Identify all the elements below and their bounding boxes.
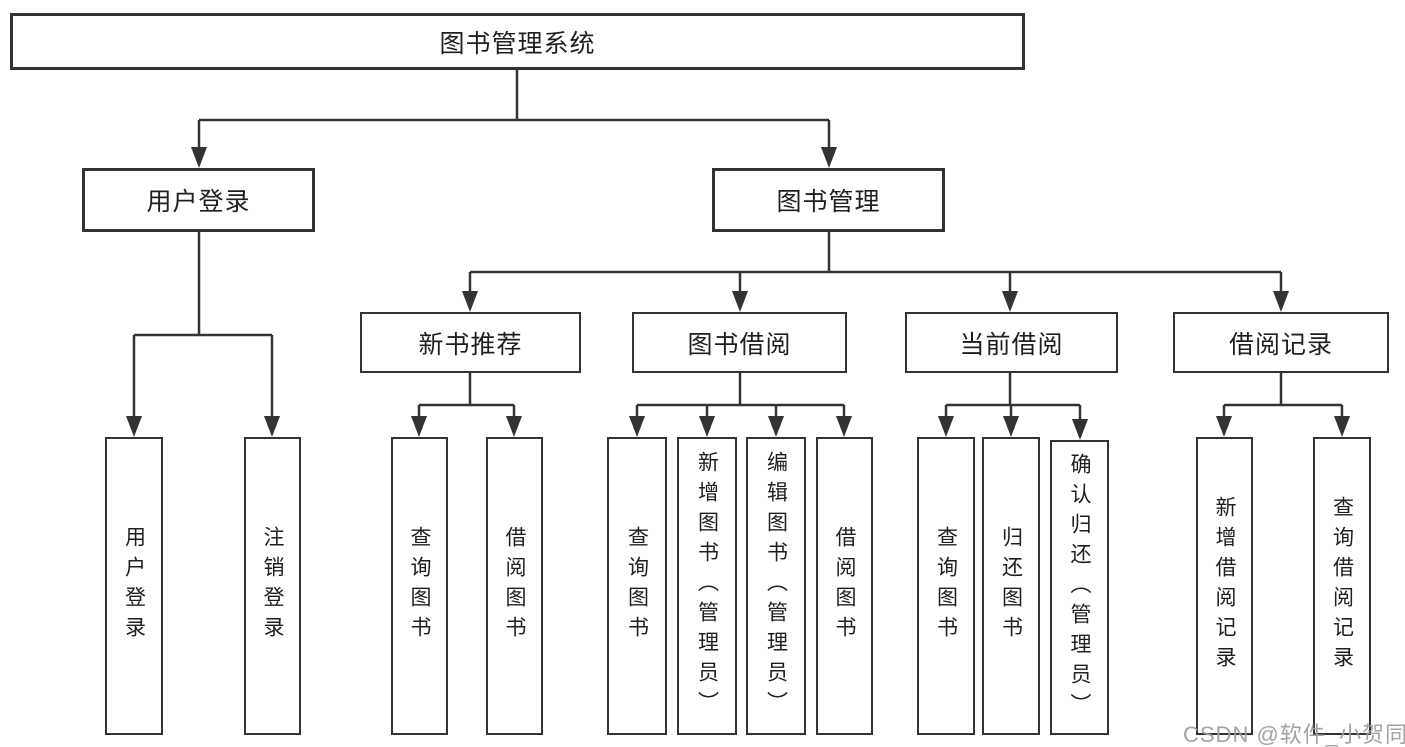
connector-root-to-level2 (191, 70, 837, 168)
node-user-login: 用户登录 (82, 168, 315, 232)
connector-current-children (938, 373, 1088, 440)
connector-newbook-children (411, 373, 522, 437)
leaf-borrow-books-borrowing: 借阅图书 (816, 437, 873, 735)
leaf-label: 查询借阅记录 (1330, 496, 1354, 676)
connector-records-children (1216, 373, 1350, 437)
leaf-query-books-recommend: 查询图书 (391, 437, 448, 735)
node-label: 当前借阅 (959, 330, 1064, 359)
leaf-label: 借阅图书 (503, 526, 527, 646)
leaf-return-book: 归还图书 (982, 437, 1040, 735)
leaf-user-login: 用户登录 (105, 437, 163, 735)
leaf-label: 注销登录 (261, 526, 285, 646)
leaf-label: 用户登录 (122, 526, 146, 646)
node-current-borrowing: 当前借阅 (905, 312, 1118, 373)
leaf-label: 确认归还（管理员） (1068, 452, 1092, 723)
node-label: 借阅记录 (1228, 330, 1333, 359)
leaf-query-borrow-record: 查询借阅记录 (1313, 437, 1371, 735)
leaf-query-books-current: 查询图书 (917, 437, 975, 735)
leaf-add-borrow-record: 新增借阅记录 (1196, 437, 1253, 735)
leaf-confirm-return-admin: 确认归还（管理员） (1050, 440, 1109, 735)
leaf-borrow-books-recommend: 借阅图书 (486, 437, 543, 735)
node-label: 新书推荐 (418, 330, 523, 359)
leaf-label: 查询图书 (934, 526, 958, 646)
node-new-book-recommend: 新书推荐 (360, 312, 581, 373)
leaf-edit-book-admin: 编辑图书（管理员） (746, 437, 806, 735)
leaf-label: 新增借阅记录 (1213, 496, 1237, 676)
leaf-label: 编辑图书（管理员） (764, 451, 788, 721)
connector-books-children (462, 232, 1289, 312)
node-label: 图书管理 (776, 188, 881, 216)
leaf-label: 查询图书 (408, 526, 432, 646)
node-book-management: 图书管理 (712, 168, 945, 232)
node-label: 图书借阅 (687, 330, 792, 359)
leaf-label: 借阅图书 (833, 526, 857, 646)
leaf-logout: 注销登录 (244, 437, 301, 735)
leaf-label: 查询图书 (625, 526, 649, 646)
csdn-watermark: CSDN @软件_小贺同学 (1183, 722, 1405, 747)
node-book-borrowing: 图书借阅 (632, 312, 847, 373)
leaf-add-book-admin: 新增图书（管理员） (677, 437, 737, 735)
node-label: 图书管理系统 (439, 29, 596, 58)
connector-borrow-children (629, 373, 852, 437)
node-borrowing-records: 借阅记录 (1173, 312, 1389, 373)
connector-login-children (126, 232, 280, 437)
leaf-label: 新增图书（管理员） (695, 451, 719, 721)
leaf-query-books-borrowing: 查询图书 (607, 437, 667, 735)
leaf-label: 归还图书 (999, 526, 1023, 646)
node-label: 用户登录 (146, 188, 251, 216)
node-library-management-system: 图书管理系统 (10, 13, 1025, 70)
